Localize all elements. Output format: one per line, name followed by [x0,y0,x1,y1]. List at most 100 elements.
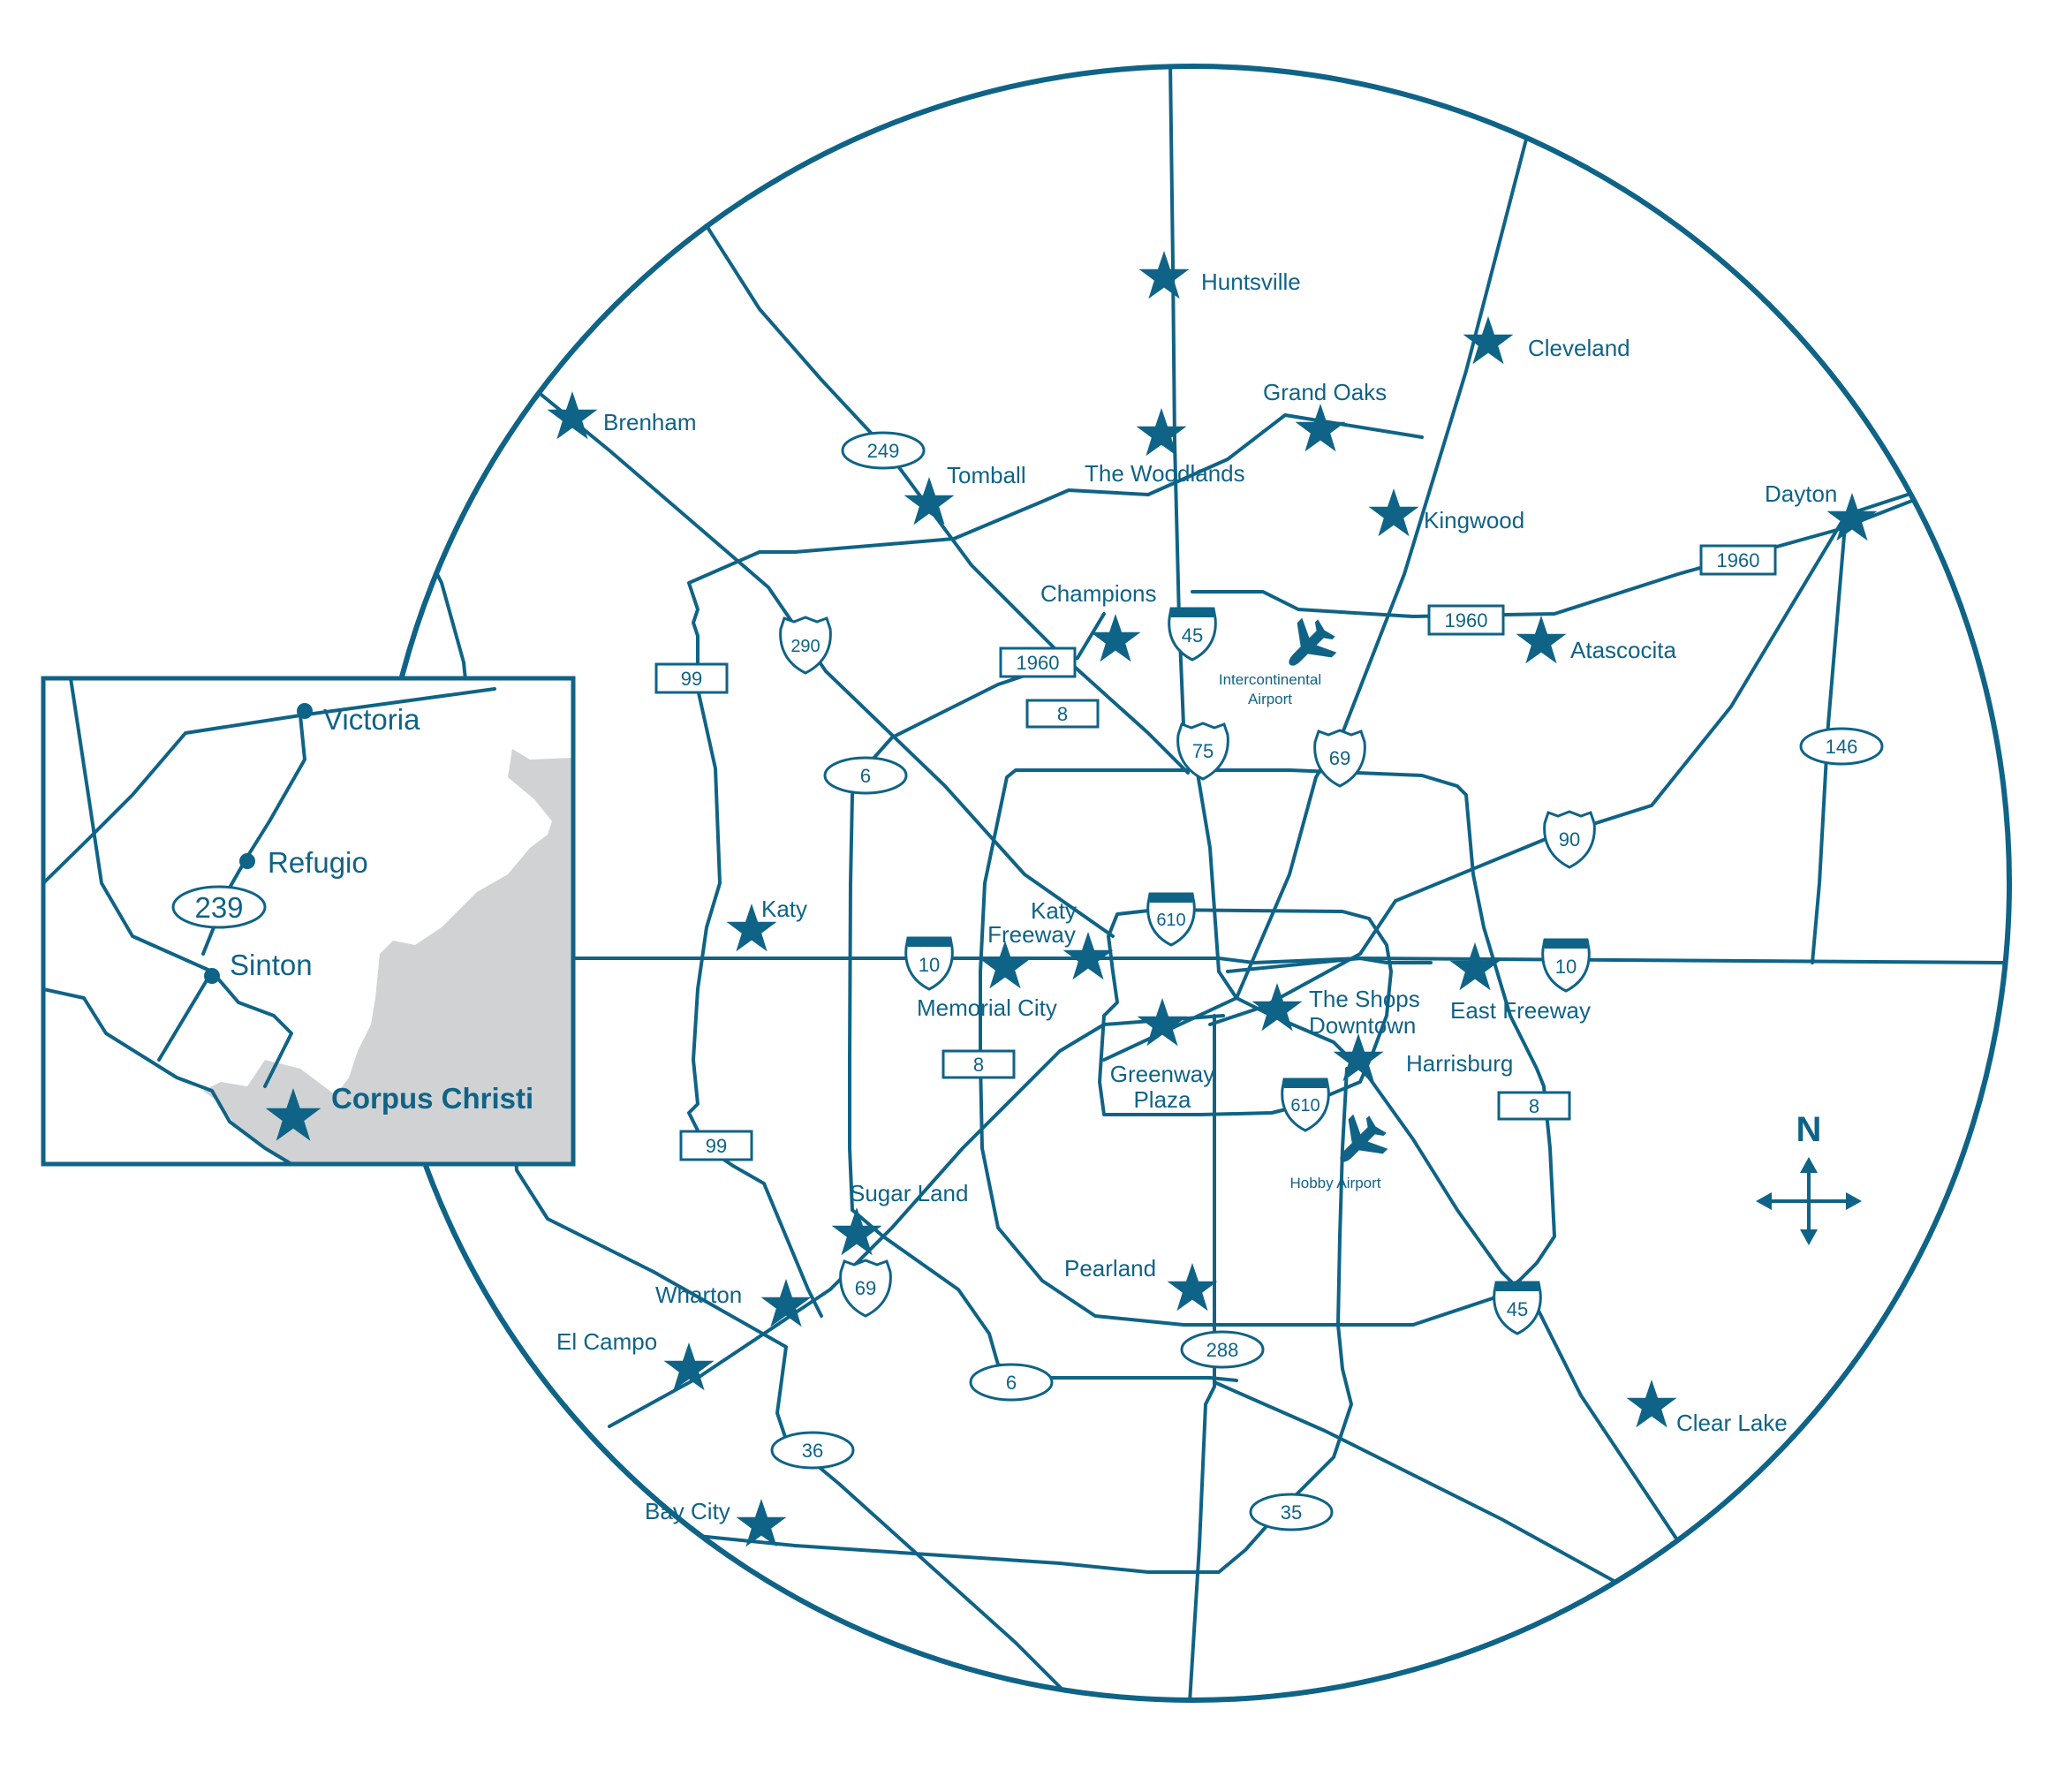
label-pearland: Pearland [1064,1255,1156,1282]
star-huntsville [1138,251,1190,299]
shield-interstate-45-south: 45 [1493,1281,1542,1335]
label-tomball: Tomball [947,462,1026,488]
label-kingwood: Kingwood [1424,507,1524,533]
label-grand-oaks: Grand Oaks [1263,379,1387,405]
shield-route-6-south-label: 6 [1006,1372,1017,1394]
star-sugar-land [831,1207,882,1256]
hobby-airport-icon [1323,1107,1395,1179]
label-greenway-2: Plaza [1133,1086,1191,1113]
shield-us-69-south-label: 69 [855,1277,876,1299]
shield-route-288: 288 [1180,1330,1265,1369]
label-greenway-1: Greenway [1110,1061,1215,1087]
star-clear-lake [1626,1380,1677,1428]
shield-route-8-east: 8 [1497,1091,1571,1121]
label-champions: Champions [1040,580,1157,607]
region-circle [373,64,2012,1703]
inset-dot-victoria [297,703,313,719]
shield-interstate-45-north: 45 [1168,607,1217,662]
shield-route-1960-east-label: 1960 [1717,549,1760,571]
shield-us-75: 75 [1176,722,1229,781]
label-hobby-airport: Hobby Airport [1290,1175,1381,1191]
label-intercontinental-2: Airport [1248,691,1292,707]
road-35 [510,1067,1353,1574]
shield-route-8-west: 8 [941,1049,1016,1079]
inset-map: Victoria Refugio 239 Sinton Corpus Chris… [41,676,576,1167]
road-610-loop [1098,908,1393,1116]
road-10-branch [1226,957,1433,973]
inset-road-victoria-east [299,687,496,717]
road-1960 [1191,497,1918,618]
shield-route-8-north: 8 [1025,699,1100,729]
inset-label-corpus-christi: Corpus Christi [331,1082,533,1115]
inset-dot-sinton [204,968,220,984]
highway-shields: 249 99 99 290 1960 1960 1960 8 [654,431,1884,1531]
label-the-shops-2: Downtown [1309,1012,1416,1039]
label-katy-freeway-2: Freeway [987,921,1076,948]
inset-route-239-shield: 239 [171,885,267,929]
label-the-woodlands: The Woodlands [1085,460,1245,487]
label-east-freeway: East Freeway [1450,997,1591,1024]
label-huntsville: Huntsville [1201,268,1301,295]
inset-road-sinton-south [157,970,214,1062]
shield-interstate-10-east-label: 10 [1555,956,1577,978]
label-intercontinental-1: Intercontinental [1219,671,1321,688]
label-clear-lake: Clear Lake [1676,1410,1788,1436]
star-pearland [1167,1263,1218,1312]
label-brenham: Brenham [603,409,697,435]
shield-us-90-label: 90 [1559,828,1580,851]
road-10 [375,957,2007,964]
label-el-campo: El Campo [556,1328,657,1355]
shield-interstate-10-west: 10 [904,936,954,991]
shield-route-6-north-label: 6 [860,765,871,787]
road-69-southwest [608,1014,1225,1428]
place-labels: Huntsville Cleveland Brenham Grand Oaks … [556,268,1837,1524]
shield-route-1960-west-label: 1960 [1017,652,1060,674]
shield-route-99-south-label: 99 [706,1135,727,1157]
road-woodlands-grand-oaks [1146,413,1424,496]
label-harrisburg: Harrisburg [1406,1050,1513,1077]
shield-interstate-610-south-label: 610 [1290,1096,1320,1115]
shield-route-1960-middle: 1960 [1427,604,1505,636]
shield-route-99-north: 99 [654,662,729,694]
shield-route-146-label: 146 [1826,736,1858,758]
shield-us-69-north: 69 [1313,729,1366,788]
star-grand-oaks [1295,404,1346,452]
shield-us-290-label: 290 [790,637,820,656]
inset-route-239-label: 239 [194,891,243,924]
label-atascocita: Atascocita [1570,637,1676,663]
label-bay-city: Bay City [645,1498,730,1524]
shield-route-8-north-label: 8 [1057,703,1068,725]
shield-route-35-label: 35 [1281,1501,1302,1524]
label-katy: Katy [761,896,807,922]
shield-route-8-east-label: 8 [1529,1095,1539,1117]
road-36 [510,1102,1106,1700]
road-146 [1811,513,1848,964]
inset-road-sinton-north [210,970,293,1088]
label-cleveland: Cleveland [1528,335,1630,361]
star-atascocita [1516,616,1567,664]
inset-label-victoria: Victoria [323,703,420,736]
label-wharton: Wharton [655,1282,742,1308]
shield-route-1960-west: 1960 [999,647,1077,678]
inset-road-southwest [43,987,293,1164]
shield-route-99-south: 99 [679,1130,753,1161]
shield-route-249-label: 249 [867,440,900,462]
label-the-shops-1: The Shops [1309,986,1420,1012]
shield-route-6-north: 6 [823,756,908,795]
shield-route-249: 249 [841,431,926,470]
shield-interstate-610-south: 610 [1281,1078,1330,1132]
compass-north-label: N [1796,1110,1822,1149]
shield-route-288-label: 288 [1206,1339,1239,1361]
inset-label-sinton: Sinton [230,949,313,981]
label-dayton: Dayton [1765,480,1837,507]
road-6-south [851,1208,1238,1382]
shield-us-69-north-label: 69 [1329,747,1350,769]
inset-road-refugio-west [69,678,214,973]
shield-route-8-west-label: 8 [973,1054,984,1076]
road-290 [510,369,1115,938]
compass-arrows-icon [1756,1157,1862,1245]
shield-us-290: 290 [779,616,832,675]
shield-interstate-610-north-label: 610 [1156,911,1185,930]
shield-interstate-45-north-label: 45 [1182,624,1203,647]
